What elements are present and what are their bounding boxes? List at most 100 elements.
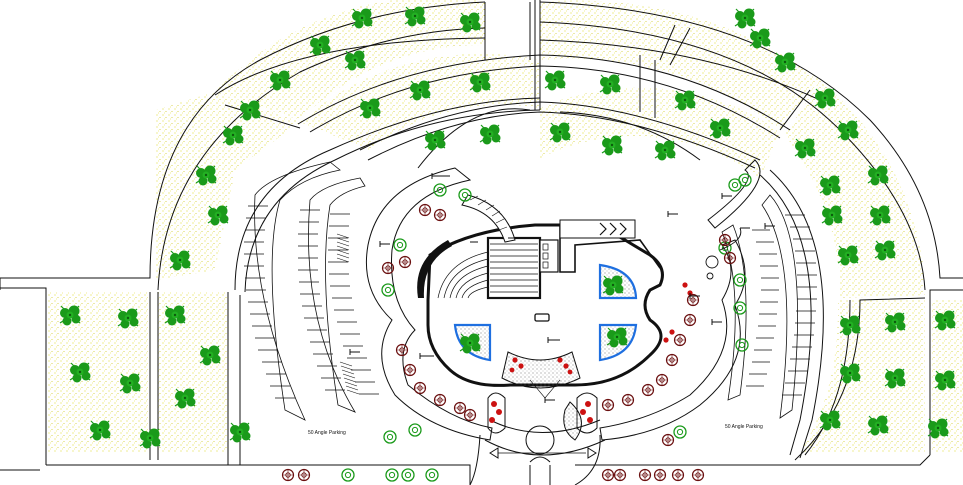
tree-cluster-icon bbox=[819, 174, 842, 197]
maroon-tree-icon bbox=[655, 373, 669, 387]
tree-cluster-icon bbox=[884, 311, 907, 334]
tree-cluster-icon bbox=[222, 124, 245, 147]
tree-cluster-icon bbox=[164, 304, 187, 327]
circle-tree-icon bbox=[401, 468, 415, 482]
tree-cluster-icon bbox=[344, 49, 367, 72]
tree-cluster-icon bbox=[874, 239, 897, 262]
maroon-tree-icon bbox=[418, 203, 432, 217]
maroon-tree-icon bbox=[281, 468, 295, 482]
circle-tree-icon bbox=[673, 425, 687, 439]
maroon-tree-icon bbox=[638, 468, 652, 482]
entrance-planters bbox=[487, 392, 598, 441]
tree-cluster-icon bbox=[821, 204, 844, 227]
maroon-tree-icon bbox=[653, 468, 667, 482]
circle-tree-icon bbox=[381, 283, 395, 297]
lawn-areas bbox=[48, 0, 963, 452]
tree-cluster-icon bbox=[359, 97, 382, 120]
tree-cluster-icon bbox=[934, 369, 957, 392]
tree-cluster-icon bbox=[837, 244, 860, 267]
maroon-tree-icon bbox=[718, 233, 732, 247]
maroon-tree-icon bbox=[398, 255, 412, 269]
plaza-rings bbox=[365, 159, 761, 485]
right-features bbox=[705, 227, 742, 280]
tree-cluster-icon bbox=[867, 164, 890, 187]
maroon-tree-icon bbox=[665, 353, 679, 367]
tree-cluster-icon bbox=[884, 367, 907, 390]
tree-cluster-icon bbox=[351, 7, 374, 30]
maroon-tree-icon bbox=[433, 393, 447, 407]
tree-cluster-icon bbox=[774, 51, 797, 74]
building-footprint bbox=[417, 194, 664, 399]
maroon-tree-icon bbox=[613, 468, 627, 482]
circle-tree-icon bbox=[425, 468, 439, 482]
maroon-tree-icon bbox=[297, 468, 311, 482]
maroon-tree-icon bbox=[381, 261, 395, 275]
maroon-tree-icon bbox=[673, 333, 687, 347]
parking-label-right: 50 Angle Parking bbox=[725, 424, 763, 430]
maroon-tree-icon bbox=[621, 393, 635, 407]
maroon-tree-icon bbox=[453, 401, 467, 415]
circle-tree-icon bbox=[735, 338, 749, 352]
tree-cluster-icon bbox=[117, 307, 140, 330]
parking-left-hatch bbox=[336, 233, 360, 395]
tree-cluster-icon bbox=[207, 204, 230, 227]
maroon-tree-icon bbox=[723, 251, 737, 265]
tree-cluster-icon bbox=[309, 34, 332, 57]
maroon-tree-icon bbox=[463, 408, 477, 422]
tree-cluster-icon bbox=[709, 117, 732, 140]
tree-cluster-icon bbox=[469, 71, 492, 94]
maroon-tree-icon bbox=[433, 208, 447, 222]
tree-cluster-icon bbox=[599, 73, 622, 96]
tree-cluster-icon bbox=[409, 79, 432, 102]
tree-cluster-icon bbox=[174, 387, 197, 410]
tree-cluster-icon bbox=[59, 304, 82, 327]
maroon-tree-icon bbox=[671, 468, 685, 482]
tree-cluster-icon bbox=[119, 372, 142, 395]
tree-cluster-icon bbox=[229, 421, 252, 444]
tree-cluster-icon bbox=[89, 419, 112, 442]
tree-cluster-icon bbox=[195, 164, 218, 187]
tree-cluster-icon bbox=[734, 7, 757, 30]
tree-cluster-icon bbox=[69, 361, 92, 384]
circle-tree-icon bbox=[383, 430, 397, 444]
tree-cluster-icon bbox=[424, 129, 447, 152]
circle-tree-icon bbox=[385, 468, 399, 482]
tree-cluster-icon bbox=[601, 134, 624, 157]
circle-tree-icon bbox=[408, 423, 422, 437]
circle-tree-icon bbox=[393, 238, 407, 252]
tree-cluster-icon bbox=[479, 123, 502, 146]
tree-cluster-icon bbox=[819, 409, 842, 432]
maroon-tree-icon bbox=[601, 468, 615, 482]
tree-cluster-icon bbox=[927, 417, 950, 440]
tree-cluster-icon bbox=[814, 87, 837, 110]
parking-left bbox=[244, 161, 379, 421]
maroon-tree-icon bbox=[691, 468, 705, 482]
tree-cluster-icon bbox=[404, 5, 427, 28]
tree-cluster-icon bbox=[674, 89, 697, 112]
tree-cluster-icon bbox=[869, 204, 892, 227]
tree-cluster-icon bbox=[934, 309, 957, 332]
maroon-tree-icon bbox=[413, 381, 427, 395]
maroon-tree-icon bbox=[683, 313, 697, 327]
parking-label-left: 50 Angle Parking bbox=[308, 430, 346, 436]
direction-arrows bbox=[349, 173, 775, 459]
maroon-tree-icon bbox=[601, 398, 615, 412]
maroon-tree-icon bbox=[395, 343, 409, 357]
tree-cluster-icon bbox=[544, 69, 567, 92]
tree-cluster-icon bbox=[239, 99, 262, 122]
tree-cluster-icon bbox=[749, 27, 772, 50]
tree-cluster-icon bbox=[269, 69, 292, 92]
tree-cluster-icon bbox=[794, 137, 817, 160]
tree-cluster-icon bbox=[549, 121, 572, 144]
tree-cluster-icon bbox=[199, 344, 222, 367]
maroon-tree-icon bbox=[641, 383, 655, 397]
tree-cluster-icon bbox=[839, 362, 862, 385]
tree-cluster-icon bbox=[839, 314, 862, 337]
tree-cluster-icon bbox=[867, 414, 890, 437]
tree-cluster-icon bbox=[837, 119, 860, 142]
maroon-tree-icon bbox=[403, 363, 417, 377]
tree-cluster-icon bbox=[459, 11, 482, 34]
